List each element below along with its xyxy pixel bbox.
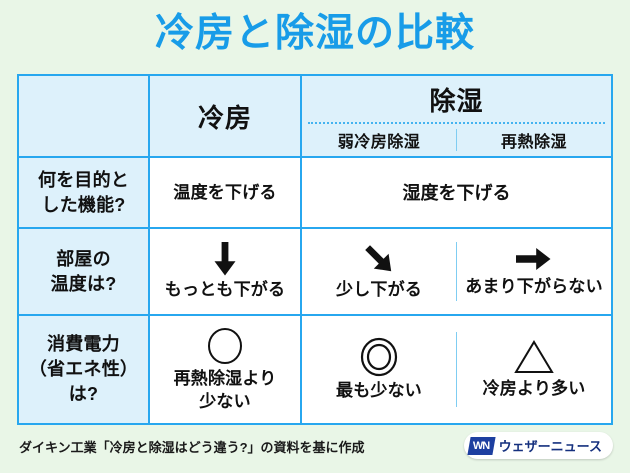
- row-label-temperature-text: 部屋の 温度は?: [51, 247, 117, 297]
- cell-temperature-cooling: もっとも下がる: [150, 229, 302, 314]
- header-sub-reheat: 再熱除湿: [500, 134, 567, 151]
- weathernews-logo: WN ウェザーニュース: [463, 432, 613, 459]
- row-label-power-line3: は?: [68, 384, 99, 404]
- cell-temperature-cooling-text: もっとも下がる: [164, 280, 286, 299]
- cell-power-reheat-text: 冷房より多い: [482, 379, 586, 398]
- cell-temperature-reheat-text: あまり下がらない: [465, 277, 603, 296]
- cell-temperature-weak-cooling: 少し下がる: [302, 229, 456, 314]
- header-dehumidify-cell: 除湿 弱冷房除湿 再熱除湿: [302, 76, 611, 156]
- header-cooling-cell: 冷房: [150, 76, 302, 156]
- cell-temperature-divider: [456, 241, 457, 302]
- header-dehumidify-label-wrap: 除湿: [302, 76, 611, 122]
- header-sub-weak-cooling: 弱冷房除湿: [337, 134, 421, 151]
- header-sub-row: 弱冷房除湿 再熱除湿: [302, 124, 611, 156]
- table-row: 消費電力 （省エネ性） は? 再熱除湿より 少ない: [19, 316, 611, 423]
- header-dehumidify-label: 除湿: [429, 85, 484, 116]
- wn-logo-icon: WN: [467, 436, 496, 455]
- header-cooling-label: 冷房: [197, 102, 252, 133]
- source-note: ダイキン工業「冷房と除湿はどう違う?」の資料を基に作成: [19, 440, 365, 455]
- row-label-temperature-line1: 部屋の: [56, 248, 111, 269]
- cell-temperature-weak-cooling-text: 少し下がる: [336, 280, 422, 299]
- cell-temperature-dehumidify: 少し下がる あまり下がらない: [302, 229, 611, 314]
- row-label-purpose: 何を目的と した機能?: [19, 158, 150, 227]
- table-row: 部屋の 温度は? もっとも下がる: [19, 229, 611, 316]
- arrow-down-right-icon: [362, 242, 396, 276]
- arrow-right-icon: [516, 245, 552, 273]
- cell-purpose-cooling-text: 温度を下げる: [173, 183, 277, 202]
- row-label-power-line1: 消費電力: [47, 334, 120, 354]
- weathernews-logo-text: ウェザーニュース: [498, 439, 602, 454]
- cell-power-weak-cooling-text: 最も少ない: [336, 381, 422, 400]
- cell-power-dehumidify: 最も少ない 冷房より多い: [302, 316, 611, 423]
- comparison-table: 冷房 除湿 弱冷房除湿 再熱除湿 何を目的と した機能?: [17, 74, 613, 425]
- circle-icon: [206, 327, 244, 365]
- arrow-down-icon: [212, 242, 238, 276]
- cell-temperature-reheat: あまり下がらない: [457, 229, 611, 314]
- row-label-power-text: 消費電力 （省エネ性） は?: [29, 332, 138, 407]
- page-title: 冷房と除湿の比較: [154, 12, 475, 55]
- table-row: 何を目的と した機能? 温度を下げる 湿度を下げる: [19, 158, 611, 229]
- cell-power-cooling-line1: 再熱除湿より: [173, 368, 277, 388]
- row-label-temperature-line2: 温度は?: [50, 273, 117, 294]
- table-header-row: 冷房 除湿 弱冷房除湿 再熱除湿: [19, 76, 611, 158]
- row-label-power-line2: （省エネ性）: [28, 359, 139, 379]
- row-label-temperature: 部屋の 温度は?: [19, 229, 150, 314]
- cell-temperature-sub-row: 少し下がる あまり下がらない: [302, 229, 611, 314]
- cell-power-cooling-line2: 少ない: [199, 391, 251, 411]
- header-dotted-divider: [308, 122, 605, 124]
- triangle-icon: [513, 339, 555, 375]
- cell-power-reheat: 冷房より多い: [457, 316, 611, 423]
- wn-logo-mark-text: WN: [472, 439, 490, 451]
- cell-purpose-dehumidify-text: 湿度を下げる: [402, 182, 511, 203]
- row-label-power: 消費電力 （省エネ性） は?: [19, 316, 150, 423]
- double-circle-icon: [359, 337, 399, 377]
- cell-power-sub-row: 最も少ない 冷房より多い: [302, 316, 611, 423]
- cell-purpose-dehumidify-merged: 湿度を下げる: [302, 158, 611, 227]
- row-label-purpose-text: 何を目的と した機能?: [38, 168, 129, 218]
- header-sub-divider: [456, 128, 457, 152]
- cell-power-cooling-text: 再熱除湿より 少ない: [174, 367, 277, 413]
- row-label-purpose-line1: 何を目的と: [38, 169, 129, 190]
- cell-power-weak-cooling: 最も少ない: [302, 316, 456, 423]
- header-corner-cell: [19, 76, 150, 156]
- cell-power-divider: [456, 332, 457, 407]
- cell-purpose-cooling: 温度を下げる: [150, 158, 302, 227]
- cell-purpose-dehumidify: 湿度を下げる: [302, 158, 611, 227]
- row-label-purpose-line2: した機能?: [41, 194, 126, 215]
- cell-power-cooling: 再熱除湿より 少ない: [150, 316, 302, 423]
